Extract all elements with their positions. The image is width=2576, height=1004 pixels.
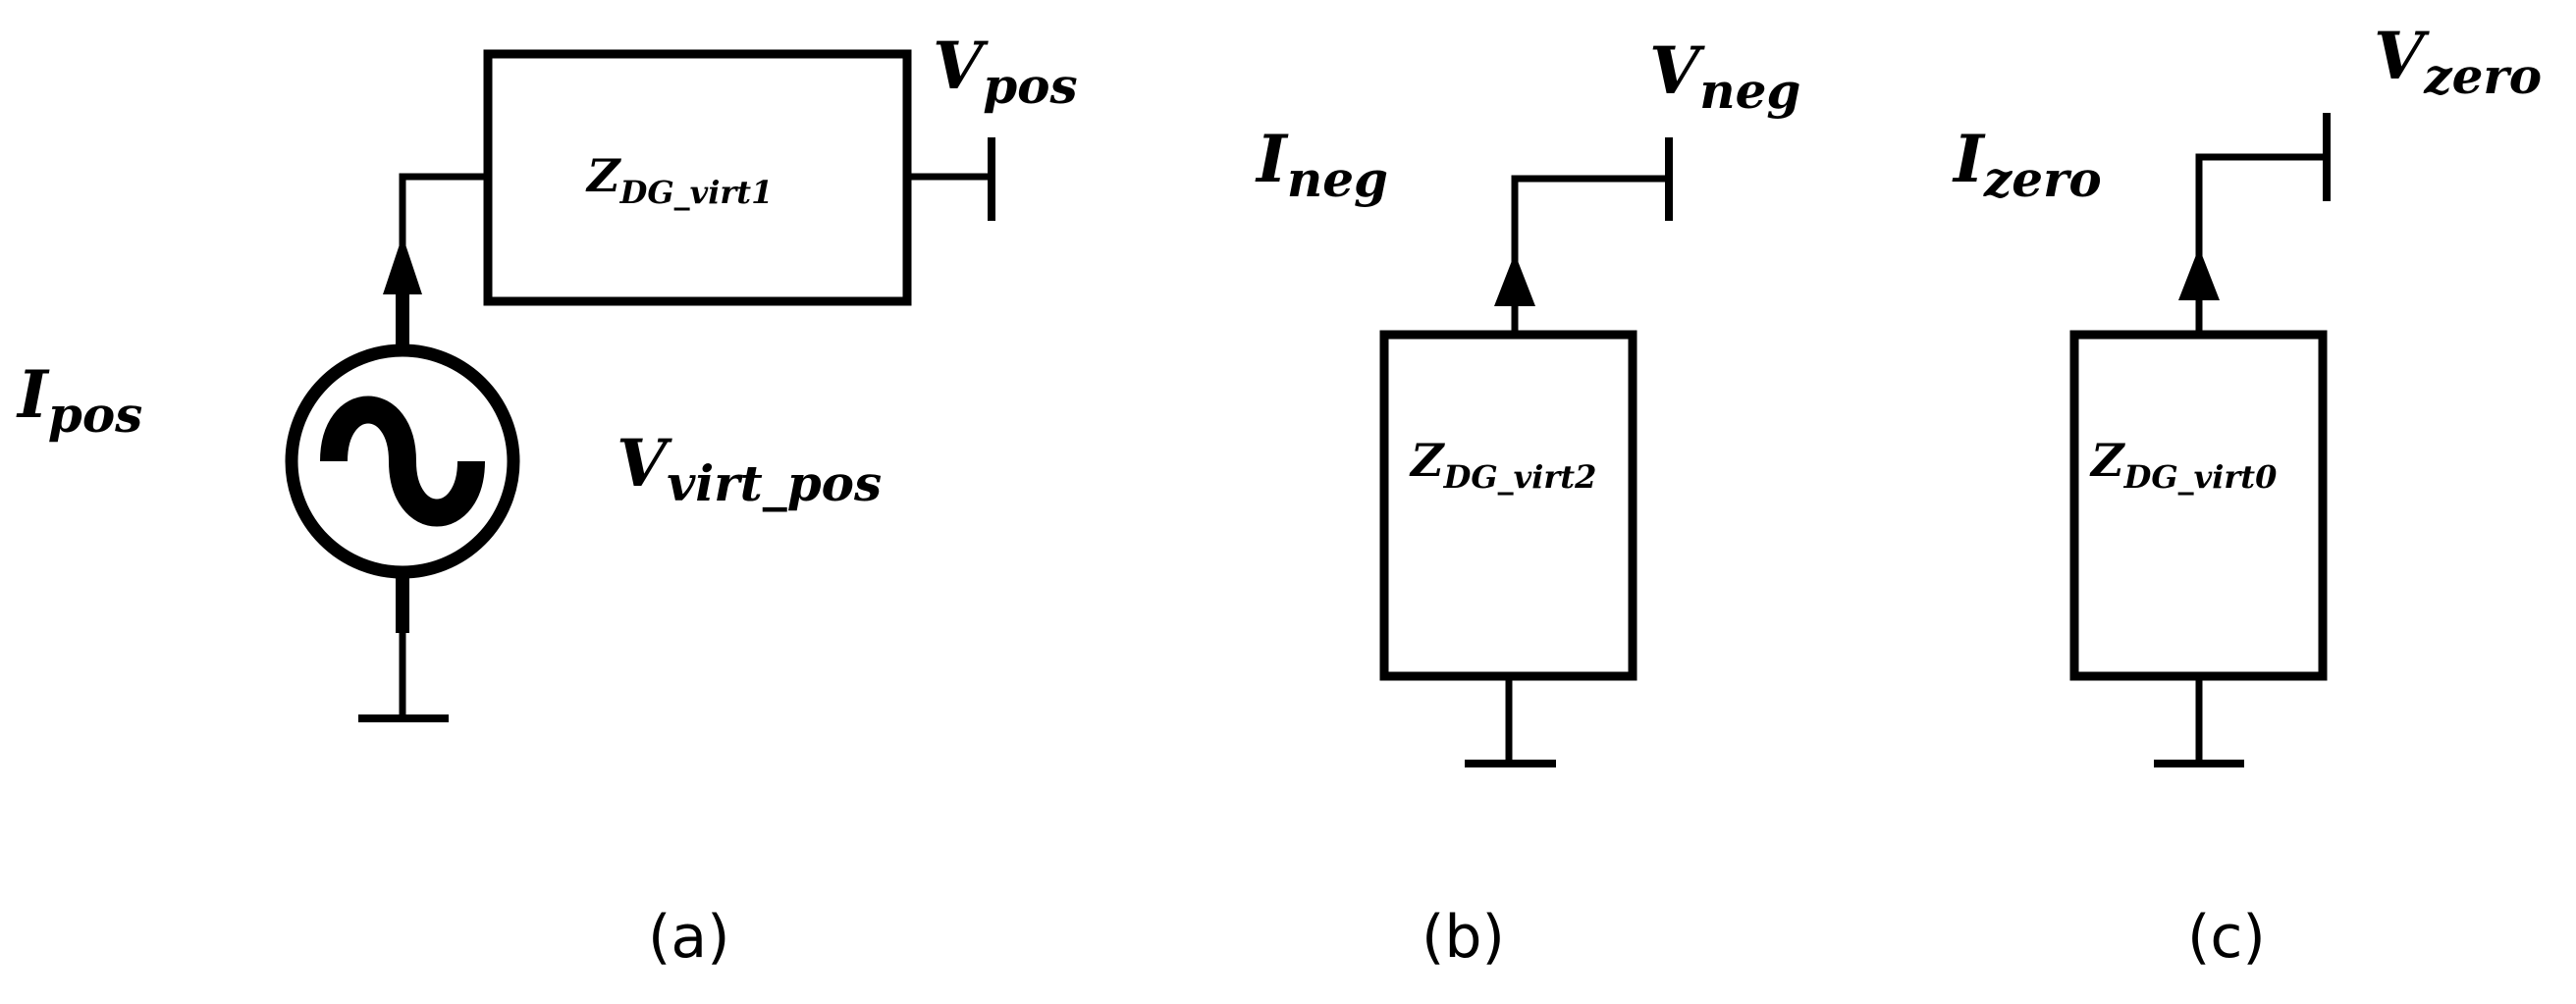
caption-a: (a) bbox=[648, 903, 730, 972]
voltage-label-b: Vneg bbox=[1649, 32, 1800, 120]
wire-a-input bbox=[399, 173, 492, 338]
impedance-label-a: ZDG_virt1 bbox=[585, 149, 773, 211]
panel-c: ZDG_virt0 Izero Vzero (c) bbox=[1952, 18, 2542, 972]
source-voltage-label-a: Vvirt_pos bbox=[617, 425, 882, 512]
impedance-box-b bbox=[1379, 330, 1637, 681]
wire-b-output bbox=[1511, 175, 1673, 339]
caption-c: (c) bbox=[2187, 903, 2266, 972]
caption-b: (b) bbox=[1422, 903, 1505, 972]
panel-a: ZDG_virt1 Ipos Vpos Vvirt_pos (a) bbox=[16, 27, 1078, 972]
wire-c-output bbox=[2195, 153, 2331, 339]
current-arrow-c bbox=[2178, 247, 2220, 300]
impedance-label-c: ZDG_virt0 bbox=[2089, 434, 2277, 496]
sine-wave-icon bbox=[320, 396, 485, 527]
current-arrow-b bbox=[1494, 253, 1535, 306]
current-label-a: Ipos bbox=[16, 356, 142, 444]
impedance-label-b: ZDG_virt2 bbox=[1409, 434, 1596, 496]
panel-b: ZDG_virt2 Ineg Vneg (b) bbox=[1255, 32, 1800, 972]
voltage-label-c: Vzero bbox=[2374, 18, 2542, 105]
voltage-label-a: Vpos bbox=[933, 27, 1078, 115]
current-arrow-a bbox=[383, 236, 422, 294]
impedance-box-c bbox=[2069, 330, 2328, 681]
current-label-b: Ineg bbox=[1255, 121, 1388, 208]
current-label-c: Izero bbox=[1952, 121, 2102, 208]
